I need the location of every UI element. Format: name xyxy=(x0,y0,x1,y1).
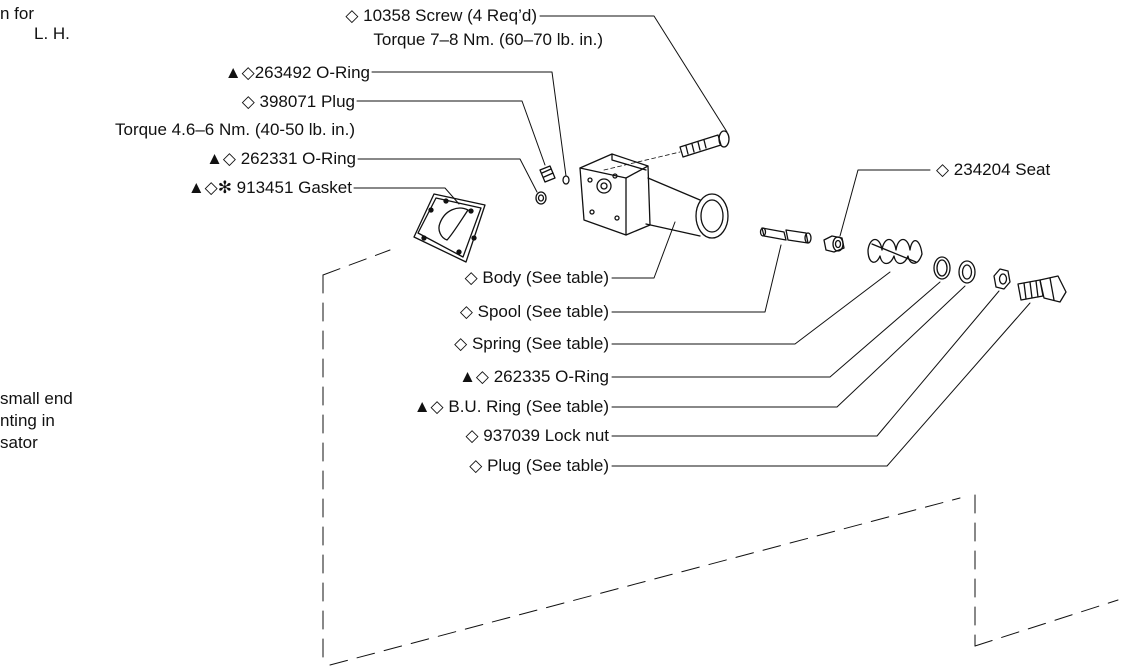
spring-part xyxy=(867,238,923,265)
callout-lock-nut-937039: ◇ 937039 Lock nut xyxy=(465,426,609,445)
screw-10358-part xyxy=(603,130,730,171)
phantom-outline xyxy=(322,249,1119,666)
callout-gasket-913451: ▲◇✻ 913451 Gasket xyxy=(187,178,352,197)
callout-o-ring-262335: ▲◇ 262335 O-Ring xyxy=(459,367,609,386)
note-top-left-line1: n for xyxy=(0,4,35,23)
callout-plug-398071: ◇ 398071 Plug xyxy=(241,92,355,111)
callout-spring: ◇ Spring (See table) xyxy=(454,334,609,353)
leader-lines xyxy=(353,15,1031,467)
gasket-part xyxy=(413,193,486,263)
bu-ring-part xyxy=(958,260,976,284)
callout-seat-234204: ◇ 234204 Seat xyxy=(936,160,1051,179)
note-mid-left-line2: nting in xyxy=(0,411,55,430)
spool-part xyxy=(759,227,812,244)
note-mid-left-line1: small end xyxy=(0,389,73,408)
callout-body: ◇ Body (See table) xyxy=(464,268,609,287)
lock-nut-part xyxy=(993,268,1011,290)
callout-bu-ring: ▲◇ B.U. Ring (See table) xyxy=(413,397,609,416)
plug-table-part xyxy=(1017,275,1067,303)
note-top-left-line2: L. H. xyxy=(34,24,70,43)
callout-plug-398071-torque: Torque 4.6–6 Nm. (40-50 lb. in.) xyxy=(114,120,355,139)
callout-o-ring-262331: ▲◇ 262331 O-Ring xyxy=(206,149,356,168)
callout-plug-table: ◇ Plug (See table) xyxy=(469,456,609,475)
callout-screw-10358: ◇ 10358 Screw (4 Req’d) xyxy=(345,6,537,25)
callout-spool: ◇ Spool (See table) xyxy=(459,302,609,321)
o-ring-262331-part xyxy=(535,191,547,205)
valve-body-part xyxy=(579,153,729,239)
callout-screw-torque: Torque 7–8 Nm. (60–70 lb. in.) xyxy=(373,30,603,49)
seat-234204-part xyxy=(823,235,845,253)
note-mid-left-line3: sator xyxy=(0,433,38,452)
o-ring-262335-part xyxy=(933,256,951,280)
callout-o-ring-263492: ▲◇263492 O-Ring xyxy=(224,63,370,82)
